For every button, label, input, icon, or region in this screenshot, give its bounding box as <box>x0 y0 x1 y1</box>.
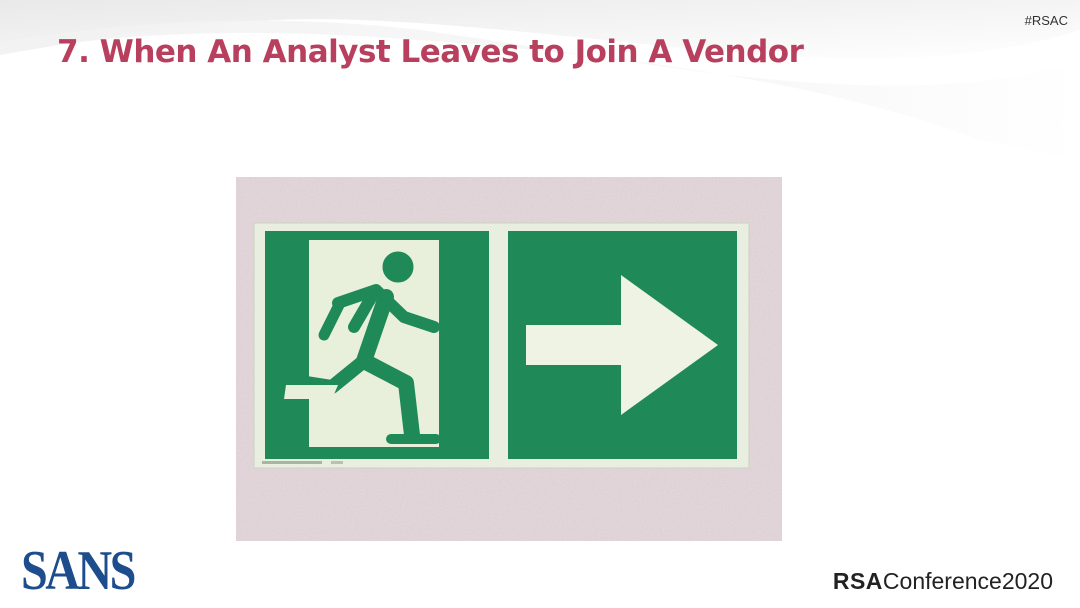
arrow-right-icon <box>526 275 718 415</box>
exit-sign-photo <box>236 177 782 541</box>
conference-year-text: Conference2020 <box>882 568 1053 594</box>
header-swoosh-background <box>0 0 1080 160</box>
rsa-conference-logo: RSAConference2020 <box>833 568 1053 595</box>
exit-sign <box>253 222 750 469</box>
sans-logo: SANS <box>21 540 136 602</box>
slide-title: 7. When An Analyst Leaves to Join A Vend… <box>57 34 804 70</box>
rsac-hashtag: #RSAC <box>1024 13 1068 28</box>
rsa-wordmark: RSA <box>832 568 883 594</box>
